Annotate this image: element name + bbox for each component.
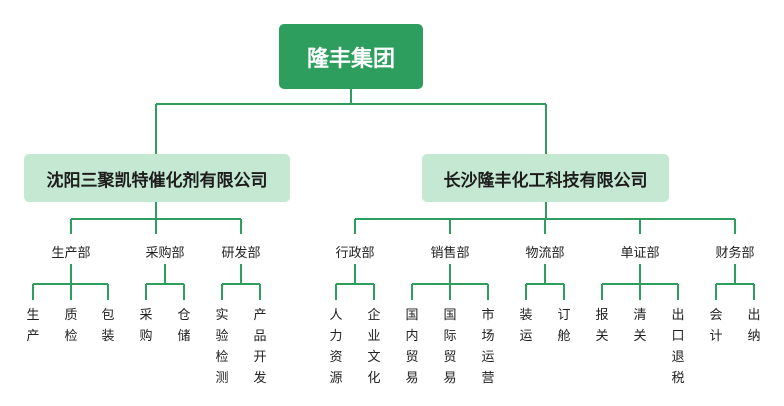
company-node-shenyang: 沈阳三聚凯特催化剂有限公司 [24, 154, 290, 202]
leaf-node: 国际贸易 [443, 308, 457, 386]
dept-node: 采购部 [145, 246, 185, 261]
leaf-node: 仓储 [177, 308, 191, 344]
leaf-node: 市场运营 [481, 308, 495, 386]
connector-dept-admin [335, 264, 375, 300]
leaf-node: 包装 [101, 308, 115, 344]
leaf-node: 生产 [26, 308, 40, 344]
root-node: 隆丰集团 [279, 24, 423, 89]
connector-dept-purchasing [145, 264, 185, 300]
leaf-node: 报关 [595, 308, 609, 344]
connector-dept-production [32, 264, 109, 300]
leaf-node: 产品开发 [253, 308, 267, 386]
connector-root-companies [155, 89, 547, 154]
leaf-node: 人力资源 [329, 308, 343, 386]
leaf-node: 装运 [519, 308, 533, 344]
dept-node: 研发部 [221, 246, 261, 261]
connector-dept-logistics [525, 264, 565, 300]
connector-dept-sales [411, 264, 489, 300]
leaf-node: 出口退税 [671, 308, 685, 386]
leaf-node: 实验检测 [215, 308, 229, 386]
company-node-changsha: 长沙隆丰化工科技有限公司 [422, 154, 669, 202]
dept-node: 单证部 [620, 246, 660, 261]
dept-node: 财务部 [715, 246, 755, 261]
leaf-node: 出纳 [747, 308, 761, 344]
dept-node: 行政部 [335, 246, 375, 261]
connector-dept-documents [601, 264, 679, 300]
leaf-node: 质检 [64, 308, 78, 344]
dept-node: 生产部 [51, 246, 91, 261]
dept-node: 物流部 [525, 246, 565, 261]
leaf-node: 会计 [709, 308, 723, 344]
leaf-node: 清关 [633, 308, 647, 344]
leaf-node: 采购 [139, 308, 153, 344]
leaf-node: 企业文化 [367, 308, 381, 386]
dept-node: 销售部 [430, 246, 470, 261]
leaf-node: 国内贸易 [405, 308, 419, 386]
connector-dept-finance [715, 264, 755, 300]
leaf-node: 订舱 [557, 308, 571, 344]
connector-company2-depts [354, 202, 736, 234]
connector-company1-depts [70, 202, 242, 234]
connector-dept-rd [221, 264, 261, 300]
